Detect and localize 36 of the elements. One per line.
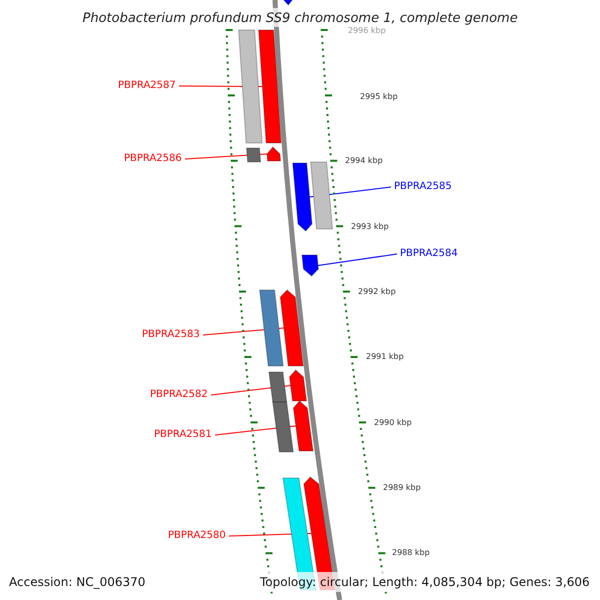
gene-label: PBPRA2584 xyxy=(400,249,458,259)
gene-feature xyxy=(292,400,314,452)
gene-feature xyxy=(280,289,304,366)
gene-feature xyxy=(301,254,319,277)
gene-feature xyxy=(292,162,313,232)
category-bar xyxy=(310,162,334,230)
gene-label: PBPRA2587 xyxy=(118,81,176,91)
gene-feature xyxy=(266,146,282,162)
gene-label: PBPRA2585 xyxy=(394,182,452,192)
gene-feature xyxy=(288,369,308,402)
leader-line xyxy=(184,154,268,160)
scale-label: 2994 kbp xyxy=(345,157,383,165)
scale-label: 2993 kbp xyxy=(351,223,389,231)
category-bar xyxy=(238,30,263,144)
gene-feature xyxy=(258,30,282,144)
scale-label: 2990 kbp xyxy=(374,419,412,427)
gene-label: PBPRA2580 xyxy=(168,531,226,541)
genome-summary: Topology: circular; Length: 4,085,304 bp; Genes: 3,606 xyxy=(260,576,590,588)
gene-label: PBPRA2586 xyxy=(124,154,182,164)
title: Photobacterium profundum SS9 chromosome 1, complete genome xyxy=(82,12,518,24)
scale-label: 2992 kbp xyxy=(358,288,396,296)
category-bar xyxy=(246,148,262,162)
category-bar xyxy=(272,402,294,452)
scale-label: 2988 kbp xyxy=(392,549,430,557)
accession-note: Accession: NC_006370 xyxy=(9,576,146,588)
scale-label: 2991 kbp xyxy=(366,353,404,361)
gene-label: PBPRA2583 xyxy=(142,330,200,340)
gene-label: PBPRA2582 xyxy=(150,390,208,400)
category-bar xyxy=(259,290,284,366)
scale-label: 2989 kbp xyxy=(383,484,421,492)
scale-label: 2996 kbp xyxy=(348,27,386,35)
category-bar xyxy=(280,0,294,6)
gene-label: PBPRA2581 xyxy=(154,430,212,440)
leader-line xyxy=(318,254,398,266)
scale-label: 2995 kbp xyxy=(360,93,398,101)
category-bar xyxy=(268,372,288,402)
